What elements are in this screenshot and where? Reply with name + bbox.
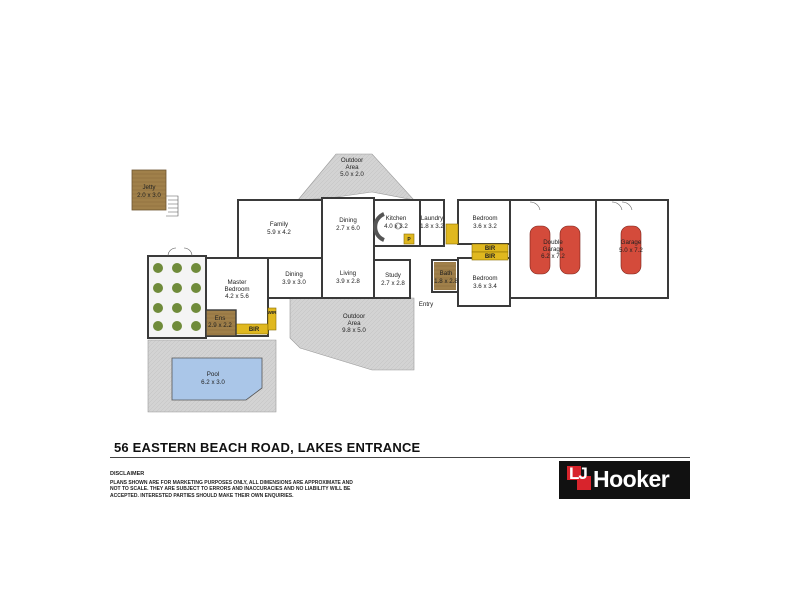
bath-label: Bath [440,270,453,277]
outdoor-top-dims: 5.0 x 2.0 [340,171,364,178]
logo-mark-text: LJ [569,464,588,483]
plants [153,263,201,331]
dining2-dims: 3.9 x 3.0 [282,279,306,286]
bedroom1-dims: 3.6 x 3.2 [473,223,497,230]
jetty-dims: 2.0 x 3.0 [137,192,161,199]
wir-master: WIR [268,310,277,315]
master-label: Master [228,279,247,286]
bir-bedroom1: BIR [485,246,496,252]
property-address: 56 EASTERN BEACH ROAD, LAKES ENTRANCE [114,440,421,455]
double-garage-dims: 6.2 x 7.2 [541,253,565,260]
kitchen-sink [394,222,402,230]
house-walls [205,197,669,337]
study-label: Study [385,272,402,279]
outdoor-area-bottom [289,297,415,371]
master-label2: Bedroom [224,286,249,293]
outdoor-top-label2: Area [345,164,359,171]
laundry-label: Laundry [421,215,444,222]
ens-dims: 2.9 x 2.2 [208,322,232,329]
living-dims: 3.9 x 2.8 [336,278,360,285]
ens-label: Ens [215,315,226,322]
kitchen-bench [373,212,385,242]
car-icons [529,225,642,275]
study-dims: 2.7 x 2.8 [381,280,405,287]
bir-master: BIR [249,327,260,333]
master-dims: 4.2 x 5.6 [225,293,249,300]
bedroom2-label: Bedroom [472,275,497,282]
dining-label: Dining [339,217,357,224]
laundry-dims: 1.8 x 3.2 [420,223,444,230]
bir-bedroom2: BIR [485,254,496,260]
entry-label: Entry [419,301,434,308]
kitchen-dims: 4.0 x 3.2 [384,223,408,230]
outdoor-bottom-label: Outdoor [343,313,365,320]
bath-dims: 1.8 x 2.8 [434,278,458,285]
jetty-steps [166,195,179,217]
family-label: Family [270,221,289,228]
logo-mark-square-2 [577,476,591,490]
double-garage-label2: Garage [543,246,564,253]
logo-name: Hooker [593,466,670,492]
garage-dims: 5.0 x 7.2 [619,247,643,254]
pool-dims: 6.2 x 3.0 [201,379,225,386]
kitchen-label: Kitchen [386,215,407,222]
built-ins [233,223,509,335]
garage-label: Garage [621,239,642,246]
outdoor-bottom-label2: Area [347,320,361,327]
disclaimer-heading: DISCLAIMER [110,471,145,477]
jetty-label: Jetty [142,184,156,191]
logo-mark: LJ [567,463,601,497]
family-dims: 5.9 x 4.2 [267,229,291,236]
ensuite [205,309,237,337]
agency-logo: LJ Hooker [559,461,690,499]
pantry-label: P [407,237,411,243]
garden-door [167,247,193,257]
living-label: Living [340,270,357,277]
bedroom2-dims: 3.6 x 3.4 [473,283,497,290]
divider [110,457,690,458]
outdoor-bottom-dims: 9.8 x 5.0 [342,327,366,334]
disclaimer-text: Plans shown are for marketing purposes o… [110,480,353,499]
pool-label: Pool [207,371,219,378]
jetty: Jetty 2.0 x 3.0 [131,169,179,217]
bedroom1-label: Bedroom [472,215,497,222]
pool [171,357,263,401]
dining-dims: 2.7 x 6.0 [336,225,360,232]
bath-floor [434,262,456,290]
dining2-label: Dining [285,271,303,278]
outdoor-top-label: Outdoor [341,157,363,164]
double-garage-label: Double [543,239,563,246]
garage-doors [529,201,633,211]
